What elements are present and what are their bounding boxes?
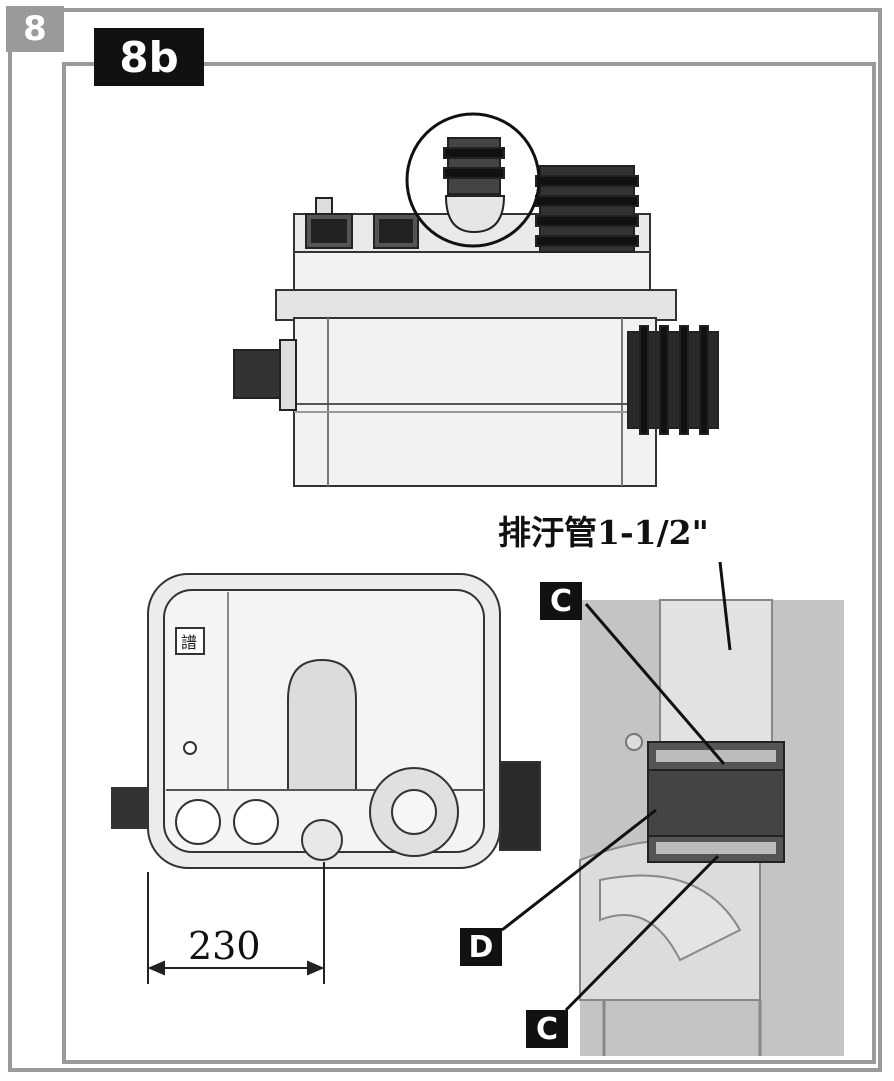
dimension-label: 230	[188, 924, 261, 968]
sub-figure-tab: 8b	[94, 28, 204, 86]
callout-c-top: C	[540, 582, 582, 620]
outer-frame	[8, 8, 882, 1072]
device-label: 譜	[181, 633, 197, 652]
callout-c-bottom: C	[526, 1010, 568, 1048]
leader-lines	[501, 561, 732, 1012]
figure-number-tab: 8	[6, 6, 64, 52]
pump-side-view	[275, 213, 677, 487]
pump-front-view	[111, 573, 541, 869]
pipe-photo	[579, 599, 844, 1056]
callout-d: D	[460, 928, 502, 966]
side-ports	[233, 325, 719, 435]
top-ports	[305, 137, 639, 253]
dimension-line	[147, 862, 325, 984]
highlight-circle	[405, 112, 541, 248]
inner-frame	[62, 62, 876, 1064]
discharge-pipe-label: 排汙管1-1/2"	[498, 513, 709, 552]
